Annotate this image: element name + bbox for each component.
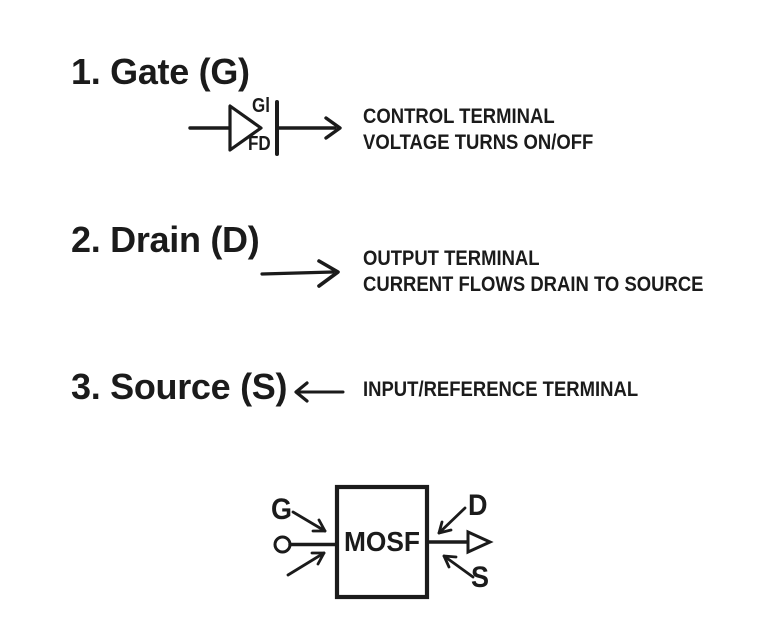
gate-symbol-top-label: Gl: [252, 95, 270, 117]
gate-section-heading: 1. Gate (G): [71, 51, 250, 92]
source-terminal-label: S: [471, 561, 490, 594]
gate-symbol-icon: [188, 100, 342, 156]
mosfet-box: [334, 484, 430, 600]
source-description: INPUT/REFERENCE TERMINAL: [363, 377, 676, 403]
source-pointer-arrow-icon: [442, 554, 475, 579]
lower-left-pointer-arrow-icon: [286, 551, 326, 577]
gate-description: CONTROL TERMINAL VOLTAGE TURNS ON/OFF: [363, 104, 625, 156]
source-arrow-icon: [294, 381, 345, 403]
drain-terminal-label: D: [468, 489, 488, 522]
drain-pointer-arrow-icon: [437, 506, 467, 535]
source-description-line-1: INPUT/REFERENCE TERMINAL: [363, 378, 639, 401]
gate-symbol-bottom-label: FD: [248, 133, 271, 155]
drain-description-line-1: OUTPUT TERMINAL: [363, 247, 540, 270]
gate-terminal-label: G: [271, 493, 293, 526]
mosfet-block-diagram: [273, 484, 494, 600]
mosfet-box-label: MOSF: [343, 526, 421, 557]
gate-description-line-2: VOLTAGE TURNS ON/OFF: [363, 131, 594, 154]
source-section-heading: 3. Source (S): [71, 366, 288, 407]
gate-pointer-arrow-icon: [291, 510, 327, 533]
drain-arrow-icon: [260, 259, 340, 288]
drain-description: OUTPUT TERMINAL CURRENT FLOWS DRAIN TO S…: [363, 246, 750, 298]
drain-description-line-2: CURRENT FLOWS DRAIN TO SOURCE: [363, 273, 704, 296]
drain-section-heading: 2. Drain (D): [71, 219, 260, 260]
output-arrowhead-icon: [466, 529, 494, 555]
gate-terminal-circle-icon: [273, 535, 292, 554]
gate-description-line-1: CONTROL TERMINAL: [363, 105, 555, 128]
